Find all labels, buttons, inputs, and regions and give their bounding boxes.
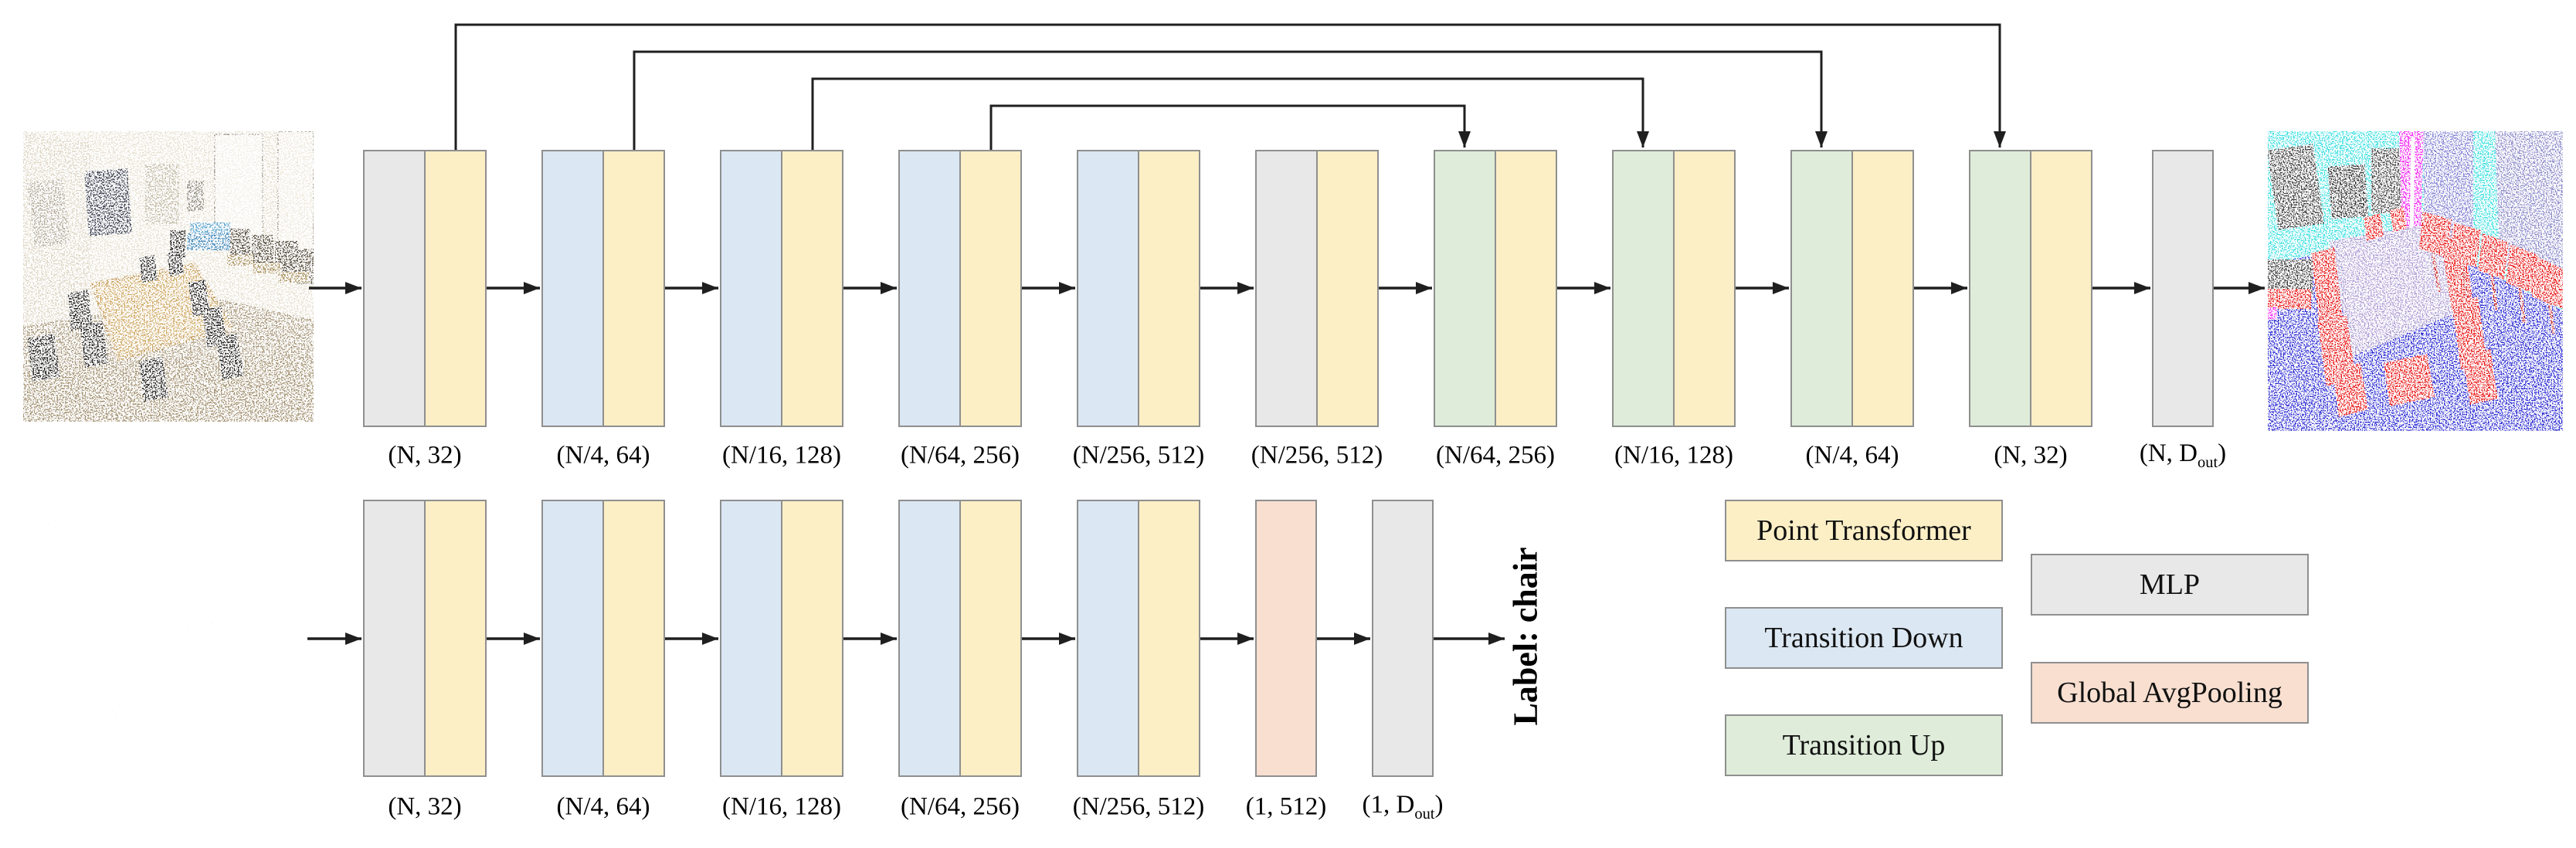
classification-input-pointcloud-image <box>20 485 303 788</box>
classification-block-label-2: (N/4, 64) <box>556 792 650 821</box>
point-transformer-column <box>1138 500 1200 777</box>
transition-down-column <box>541 500 604 777</box>
segmentation-block-label-6: (N/256, 512) <box>1251 441 1383 470</box>
mlp-column <box>1372 500 1434 777</box>
mlp-column <box>1255 150 1318 427</box>
classification-block-label-5: (N/256, 512) <box>1072 792 1205 821</box>
segmentation-block-label-7: (N/64, 256) <box>1436 441 1555 470</box>
segmentation-block-label-1: (N, 32) <box>388 441 462 470</box>
segmentation-block-label-4: (N/64, 256) <box>901 441 1020 470</box>
transition-up-column <box>1612 150 1675 427</box>
classification-block-label-6: (1, 512) <box>1245 792 1327 821</box>
point-transformer-column <box>424 150 487 427</box>
segmentation-block-5 <box>1077 150 1200 427</box>
transition-down-column <box>720 500 782 777</box>
legend-item-transition-up: Transition Up <box>1725 714 2003 776</box>
classification-block-1 <box>363 500 487 777</box>
point-transformer-column <box>1851 150 1914 427</box>
point-transformer-column <box>781 150 843 427</box>
classification-output-label: Label: chair <box>1506 547 1545 726</box>
classification-block-label-1: (N, 32) <box>388 792 462 821</box>
point-transformer-column <box>602 500 665 777</box>
mlp-column <box>2152 150 2214 427</box>
segmentation-input-pointcloud-image <box>23 131 314 422</box>
segmentation-block-label-10: (N, 32) <box>1994 441 2068 470</box>
segmentation-block-label-5: (N/256, 512) <box>1072 441 1205 470</box>
transition-up-column <box>1434 150 1496 427</box>
legend-label: Transition Down <box>1764 622 1963 654</box>
segmentation-block-10 <box>1969 150 2092 427</box>
skip-connection-arrow <box>811 77 1649 150</box>
point-transformer-column <box>959 500 1022 777</box>
classification-block-label-7: (1, Dout) <box>1362 791 1444 823</box>
segmentation-block-3 <box>720 150 843 427</box>
legend-label: Global AvgPooling <box>2057 677 2282 709</box>
point-transformer-column <box>2030 150 2092 427</box>
legend-label: Transition Up <box>1782 729 1946 762</box>
mlp-column <box>363 150 426 427</box>
point-transformer-column <box>1138 150 1200 427</box>
point-transformer-column <box>424 500 487 777</box>
legend-item-transition-down: Transition Down <box>1725 607 2003 669</box>
classification-block-6 <box>1255 500 1317 777</box>
legend-item-global-avgpooling: Global AvgPooling <box>2031 662 2309 724</box>
segmentation-block-1 <box>363 150 487 427</box>
transition-down-column <box>1077 500 1139 777</box>
legend-item-mlp: MLP <box>2031 554 2309 616</box>
classification-block-2 <box>541 500 665 777</box>
classification-block-7 <box>1372 500 1434 777</box>
segmentation-block-2 <box>541 150 665 427</box>
legend-label: MLP <box>2139 568 2201 601</box>
transition-down-column <box>541 150 604 427</box>
skip-connection-arrow <box>633 50 1828 150</box>
point-transformer-column <box>959 150 1022 427</box>
skip-connection-arrow <box>989 104 1471 150</box>
classification-block-4 <box>898 500 1022 777</box>
global-avgpooling-column <box>1255 500 1317 777</box>
segmentation-block-label-3: (N/16, 128) <box>722 441 841 470</box>
point-transformer-column <box>1673 150 1736 427</box>
segmentation-block-4 <box>898 150 1022 427</box>
skip-connection-arrow <box>454 23 2006 150</box>
transition-down-column <box>898 150 961 427</box>
classification-block-3 <box>720 500 843 777</box>
classification-block-label-3: (N/16, 128) <box>722 792 841 821</box>
legend-item-point-transformer: Point Transformer <box>1725 500 2003 561</box>
mlp-column <box>363 500 426 777</box>
point-transformer-column <box>1495 150 1557 427</box>
transition-up-column <box>1969 150 2031 427</box>
classification-block-5 <box>1077 500 1200 777</box>
segmentation-block-7 <box>1434 150 1557 427</box>
point-transformer-column <box>1316 150 1379 427</box>
segmentation-block-label-2: (N/4, 64) <box>556 441 650 470</box>
segmentation-block-label-8: (N/16, 128) <box>1614 441 1733 470</box>
transition-down-column <box>720 150 782 427</box>
transition-up-column <box>1790 150 1853 427</box>
transition-down-column <box>898 500 961 777</box>
segmentation-block-8 <box>1612 150 1736 427</box>
segmentation-block-11 <box>2152 150 2214 427</box>
segmentation-block-6 <box>1255 150 1379 427</box>
segmentation-output-image <box>2268 131 2563 431</box>
point-transformer-column <box>781 500 843 777</box>
segmentation-block-label-9: (N/4, 64) <box>1805 441 1899 470</box>
segmentation-block-9 <box>1790 150 1914 427</box>
segmentation-block-label-11: (N, Dout) <box>2139 439 2227 471</box>
legend-label: Point Transformer <box>1756 514 1971 547</box>
point-transformer-column <box>602 150 665 427</box>
transition-down-column <box>1077 150 1139 427</box>
classification-block-label-4: (N/64, 256) <box>901 792 1020 821</box>
